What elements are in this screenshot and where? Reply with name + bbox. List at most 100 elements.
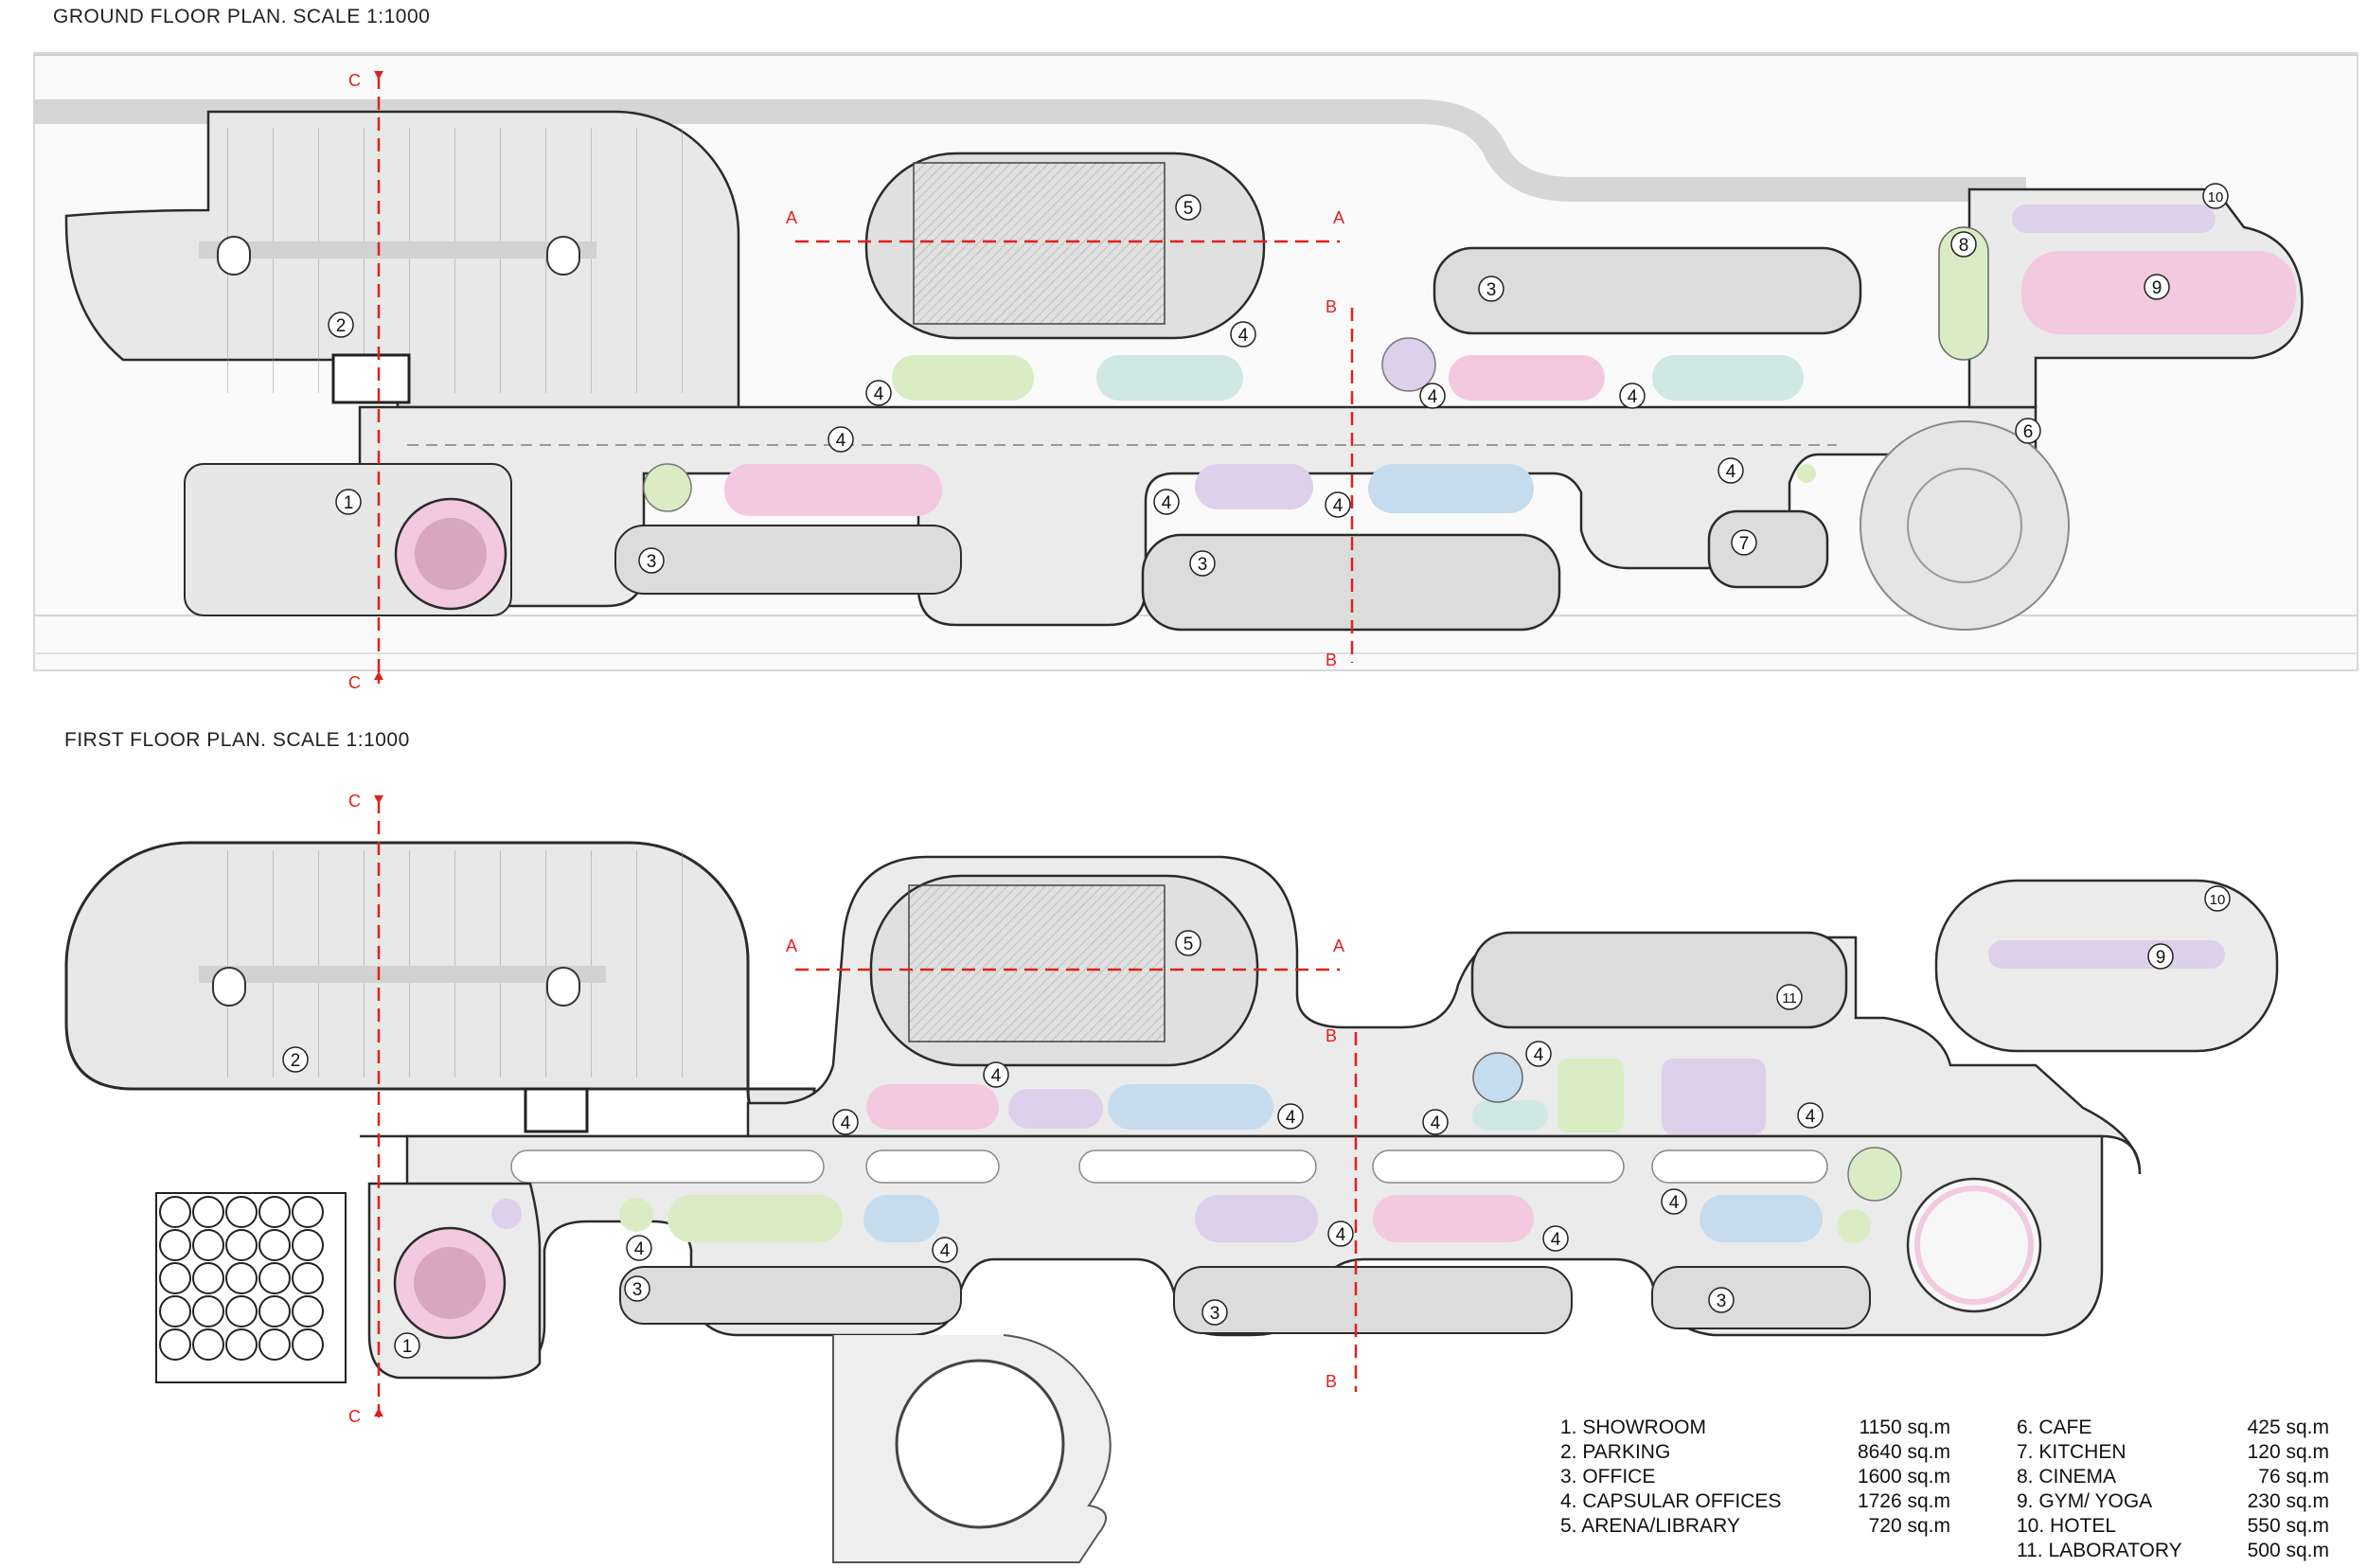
room-marker-4-first-d: 4 — [1277, 1103, 1304, 1130]
room-marker-2-ground: 2 — [328, 312, 354, 338]
legend-label: 11. LABORATORY — [2017, 1540, 2182, 1561]
section-marker-b-top-ground: B — [1326, 297, 1337, 316]
legend-label: 5. ARENA/LIBRARY — [1560, 1515, 1740, 1537]
section-marker-c-bottom-ground: C — [348, 673, 361, 692]
room-marker-4-first-e: 4 — [1422, 1109, 1449, 1135]
svg-text:4: 4 — [940, 1241, 951, 1261]
room-marker-9-first: 9 — [2147, 943, 2174, 970]
legend-area: 1600 sq.m — [1857, 1466, 1950, 1488]
legend-area: 550 sq.m — [2247, 1515, 2329, 1537]
svg-text:9: 9 — [2152, 278, 2162, 298]
legend-area: 500 sq.m — [2247, 1540, 2329, 1561]
legend-label: 1. SHOWROOM — [1560, 1417, 1707, 1438]
room-marker-4-ground-f: 4 — [1717, 457, 1744, 484]
svg-text:4: 4 — [1628, 387, 1638, 407]
ground-floor-title: GROUND FLOOR PLAN. SCALE 1:1000 — [53, 6, 431, 27]
room-marker-11-first: 11 — [1776, 984, 1803, 1010]
legend-area: 8640 sq.m — [1857, 1441, 1950, 1463]
room-marker-4-ground-c: 4 — [1419, 383, 1446, 409]
room-marker-4-first-i: 4 — [932, 1237, 958, 1263]
svg-text:3: 3 — [1717, 1292, 1727, 1311]
svg-text:4: 4 — [841, 1114, 851, 1133]
svg-text:3: 3 — [632, 1280, 643, 1300]
room-marker-4-ground-a: 4 — [1230, 321, 1256, 347]
svg-text:4: 4 — [1726, 462, 1736, 482]
legend-label: 4. CAPSULAR OFFICES — [1560, 1490, 1782, 1512]
first-floor-title: FIRST FLOOR PLAN. SCALE 1:1000 — [64, 729, 410, 751]
room-marker-3-ground-c: 3 — [1189, 550, 1216, 577]
room-marker-5-first: 5 — [1175, 930, 1201, 956]
legend-label: 6. CAFE — [2017, 1417, 2092, 1438]
room-marker-7-ground: 7 — [1731, 529, 1757, 556]
svg-text:2: 2 — [336, 316, 347, 336]
room-marker-4-first-a: 4 — [1525, 1041, 1552, 1067]
svg-text:4: 4 — [874, 384, 884, 404]
room-marker-4-ground-h: 4 — [1325, 491, 1351, 518]
legend-area: 425 sq.m — [2247, 1417, 2329, 1438]
room-marker-1-first: 1 — [394, 1332, 420, 1359]
svg-text:5: 5 — [1184, 199, 1194, 219]
room-marker-3-first-c: 3 — [1708, 1287, 1735, 1313]
section-marker-b-bottom-ground: B — [1326, 650, 1337, 669]
room-marker-4-first-f: 4 — [1797, 1102, 1824, 1129]
svg-text:4: 4 — [1333, 496, 1344, 516]
legend-label: 3. OFFICE — [1560, 1466, 1656, 1488]
room-marker-3-first-a: 3 — [624, 1275, 650, 1302]
room-marker-4-first-b: 4 — [983, 1061, 1009, 1088]
svg-text:6: 6 — [2023, 422, 2034, 442]
room-marker-4-first-c: 4 — [832, 1109, 859, 1135]
legend-area: 76 sq.m — [2258, 1466, 2329, 1488]
svg-text:4: 4 — [1286, 1108, 1296, 1128]
svg-text:4: 4 — [1806, 1107, 1816, 1127]
svg-text:4: 4 — [1336, 1225, 1346, 1245]
room-marker-6-ground: 6 — [2015, 418, 2041, 444]
room-marker-3-first-b: 3 — [1201, 1299, 1228, 1326]
svg-text:4: 4 — [1238, 326, 1249, 346]
svg-text:4: 4 — [1428, 387, 1438, 407]
room-marker-9-ground: 9 — [2144, 274, 2170, 300]
room-marker-4-ground-b: 4 — [865, 380, 892, 406]
section-marker-a-left-ground: A — [786, 208, 797, 227]
legend-area: 1726 sq.m — [1857, 1490, 1950, 1512]
svg-text:3: 3 — [1486, 280, 1497, 300]
room-marker-4-first-k: 4 — [1542, 1225, 1569, 1252]
room-marker-4-first-j: 4 — [1327, 1221, 1354, 1247]
svg-text:11: 11 — [1782, 990, 1797, 1007]
svg-text:4: 4 — [1534, 1045, 1544, 1065]
room-marker-4-ground-d: 4 — [1619, 383, 1646, 409]
svg-text:4: 4 — [1669, 1193, 1680, 1213]
first-floor-plan — [64, 795, 2279, 1563]
room-marker-8-ground: 8 — [1950, 231, 1977, 258]
svg-text:5: 5 — [1184, 935, 1194, 954]
svg-text:10: 10 — [2210, 892, 2226, 908]
room-marker-4-ground-e: 4 — [828, 426, 854, 453]
legend-area: 720 sq.m — [1868, 1515, 1950, 1537]
room-marker-4-first-h: 4 — [626, 1235, 652, 1261]
svg-text:4: 4 — [1551, 1230, 1561, 1250]
legend-area: 230 sq.m — [2247, 1490, 2329, 1512]
section-marker-a-right-ground: A — [1333, 208, 1344, 227]
svg-text:4: 4 — [1431, 1114, 1441, 1133]
legend-label: 7. KITCHEN — [2017, 1441, 2127, 1463]
svg-text:1: 1 — [344, 493, 354, 513]
room-marker-1-ground: 1 — [335, 489, 362, 515]
section-marker-c-bottom-first: C — [348, 1407, 361, 1426]
legend-label: 2. PARKING — [1560, 1441, 1671, 1463]
section-marker-a-right-first: A — [1333, 936, 1344, 955]
svg-text:1: 1 — [402, 1337, 413, 1357]
svg-text:4: 4 — [634, 1239, 645, 1259]
room-marker-10-ground: 10 — [2202, 183, 2229, 209]
room-marker-4-first-g: 4 — [1661, 1188, 1687, 1215]
svg-text:4: 4 — [991, 1066, 1002, 1086]
legend-label: 10. HOTEL — [2017, 1515, 2117, 1537]
section-marker-b-top-first: B — [1326, 1026, 1337, 1045]
room-marker-3-ground-b: 3 — [638, 547, 665, 574]
room-marker-2-first: 2 — [282, 1046, 309, 1073]
legend-label: 9. GYM/ YOGA — [2017, 1490, 2153, 1512]
svg-text:3: 3 — [1210, 1304, 1220, 1324]
room-marker-4-ground-g: 4 — [1153, 489, 1180, 515]
svg-text:4: 4 — [1162, 493, 1172, 513]
section-marker-c-top-first: C — [348, 792, 361, 811]
section-marker-c-top-ground: C — [348, 71, 361, 90]
